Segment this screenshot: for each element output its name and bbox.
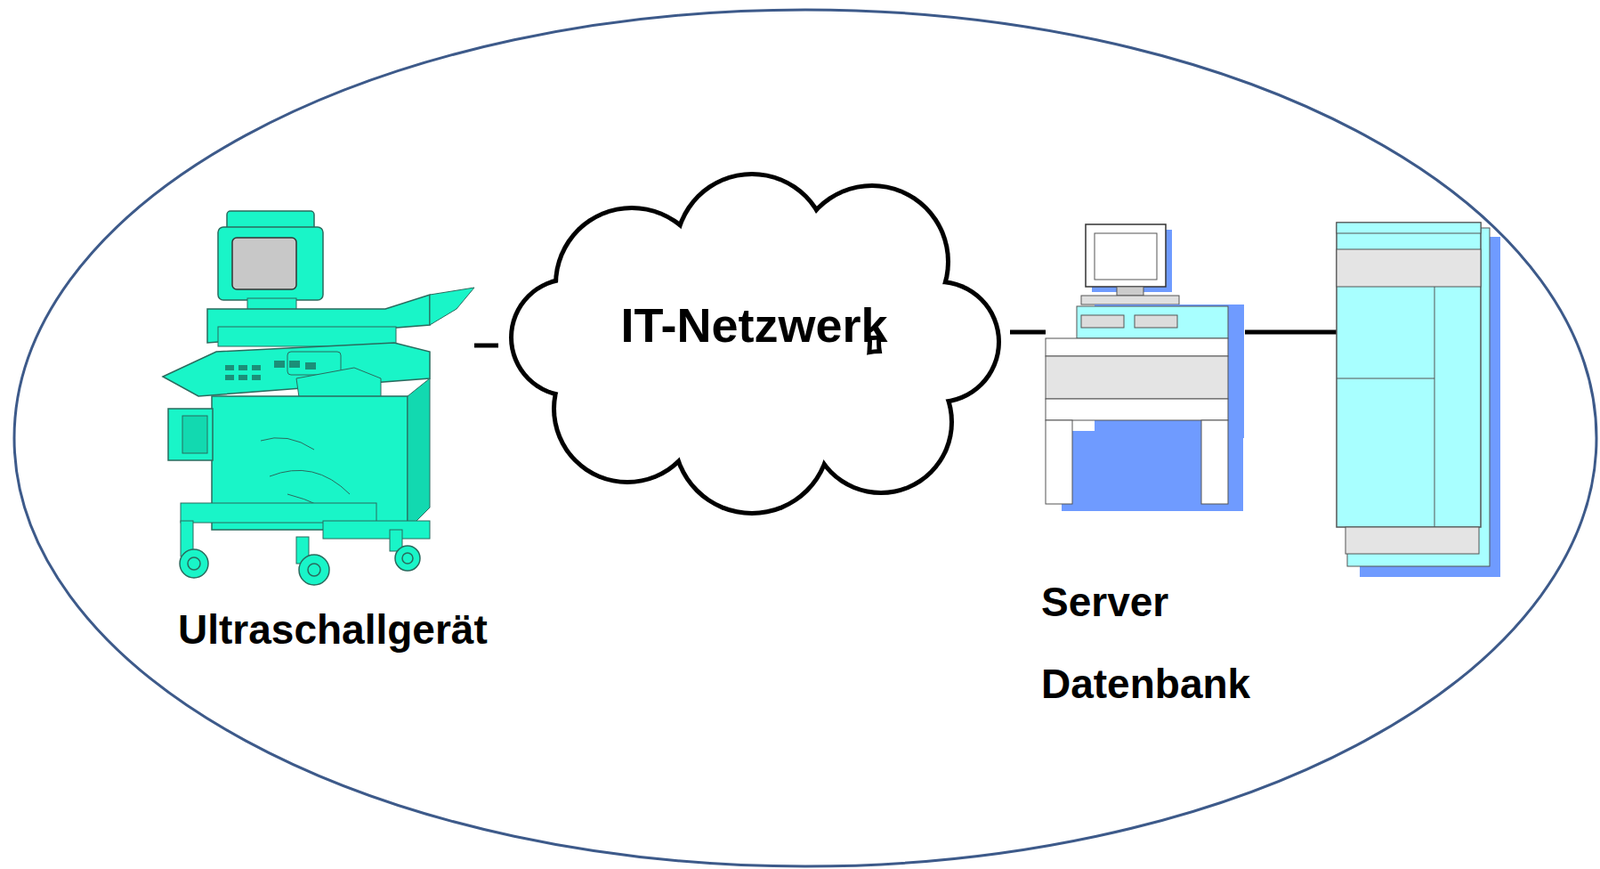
network-cloud: IT-Netzwerk — [498, 168, 1011, 516]
node-label: IT-Netzwerk — [620, 297, 888, 353]
node-label: Ultraschallgerät — [177, 606, 488, 654]
network-link — [474, 343, 499, 348]
ultrasound-device: Ultraschallgerät — [162, 209, 475, 587]
database-cabinet-drawing — [1336, 222, 1501, 577]
network-link — [1244, 330, 1337, 335]
server-workstation: Server — [1045, 229, 1245, 510]
ultrasound-device-drawing — [162, 209, 475, 587]
database-cabinet: Datenbank — [1336, 222, 1501, 577]
node-label: Datenbank — [1041, 660, 1251, 708]
server-workstation-drawing — [1045, 229, 1245, 510]
boundary-ellipse — [14, 9, 1597, 866]
network-link — [1010, 330, 1046, 335]
node-label: Server — [1041, 578, 1169, 626]
